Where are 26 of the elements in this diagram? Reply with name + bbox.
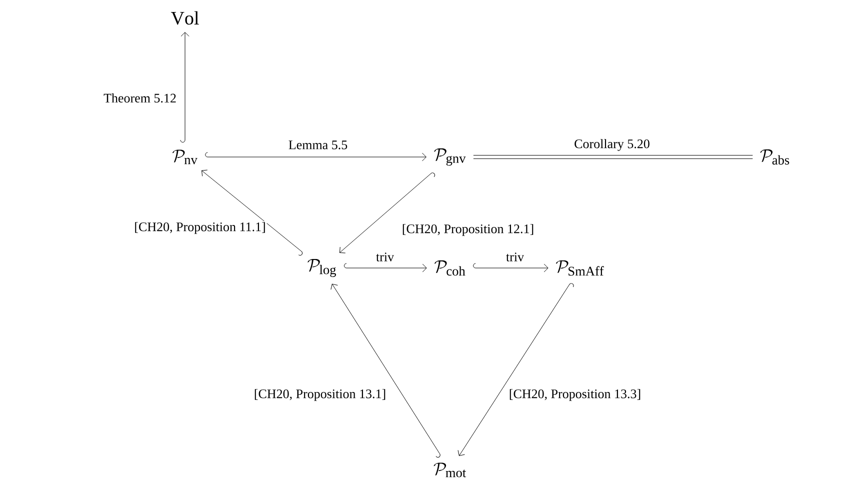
edge-label: Lemma 5.5 [287,140,349,150]
edge-label: triv [504,252,526,262]
math-object: $\mathcal{P}_{\mathrm{mot}}$ [434,462,466,478]
edge-label: Corollary 5.20 [573,138,651,152]
math-object: $\mathcal{P}_{\mathrm{log}}$ [308,259,336,277]
math-object: $\mathcal{P}_{\mathrm{coh}}$ [434,260,466,276]
arrow [205,152,426,162]
edge-label: triv [374,252,396,262]
arrow [330,284,440,458]
edge-label: [CH20, Proposition 12.1] [400,223,536,237]
edge-label: Theorem 5.12 [102,92,178,104]
equals-line [473,155,753,159]
math-object: $\mathcal{P}_{\mathrm{SmAff}}$ [556,260,604,276]
edge-label: [CH20, Proposition 11.1] [133,221,267,235]
math-object: $\mathcal{P}_{\mathrm{abs}}$ [760,149,790,165]
math-object: $\mathcal{P}_{\mathrm{gnv}}$ [434,148,466,166]
arrow [473,263,548,272]
arrow [339,172,436,254]
math-object: $\mathcal{P}_{\mathrm{nv}}$ [172,150,198,164]
arrow [458,283,574,456]
edge-label: [CH20, Proposition 13.1] [252,388,388,402]
arrow [202,170,303,256]
math-object: $\mathrm{Vol}$ [170,11,199,25]
arrow [180,32,190,143]
arrow [344,263,427,272]
edge-label: [CH20, Proposition 13.3] [508,388,642,402]
